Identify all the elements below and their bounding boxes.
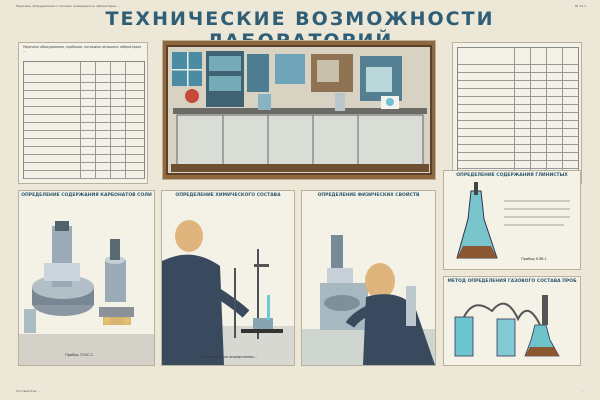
chemical-composition-panel: ОПРЕДЕЛЕНИЕ ХИМИЧЕСКОГО СОСТАВА Установк… bbox=[161, 190, 295, 366]
left-table-intro: Перечень оборудования, приборов, которым… bbox=[23, 45, 142, 53]
chemical-analysis-illustration bbox=[162, 220, 294, 365]
laboratory-interior-illustration bbox=[162, 40, 436, 180]
panel-title-carbonate: ОПРЕДЕЛЕНИЕ СОДЕРЖАНИЯ КАРБОНАТОВ СОЛИ bbox=[21, 193, 152, 198]
panel-title-clay: ОПРЕДЕЛЕНИЕ СОДЕРЖАНИЯ ГЛИНИСТЫХ bbox=[456, 173, 568, 178]
carbonate-equipment-illustration bbox=[19, 221, 154, 365]
header-left-note: Перечень оборудования и техники, имеющих… bbox=[16, 4, 121, 8]
panel-title-physical: ОПРЕДЕЛЕНИЕ ФИЗИЧЕСКИХ СВОЙСТВ bbox=[317, 193, 420, 198]
laboratory-drawing bbox=[166, 45, 432, 175]
right-data-table bbox=[457, 47, 579, 179]
left-table-panel: Перечень оборудования, приборов, которым… bbox=[18, 42, 148, 184]
caption-chemical: Установка для определения... bbox=[201, 355, 257, 359]
left-data-table bbox=[23, 61, 145, 179]
footer-right: ... bbox=[582, 389, 585, 393]
panel-title-gas: МЕТОД ОПРЕДЕЛЕНИЯ ГАЗОВОГО СОСТАВА ПРОБ bbox=[447, 279, 577, 284]
clay-content-panel: ОПРЕДЕЛЕНИЕ СОДЕРЖАНИЯ ГЛИНИСТЫХ Прибор … bbox=[443, 170, 581, 270]
physical-properties-panel: ОПРЕДЕЛЕНИЕ ФИЗИЧЕСКИХ СВОЙСТВ bbox=[301, 190, 436, 366]
caption-clay: Прибор КЛВ-1 bbox=[521, 257, 547, 261]
caption-carbonate: Прибор ТСКС-2 bbox=[65, 353, 93, 357]
right-table-panel bbox=[452, 42, 582, 184]
physical-analysis-illustration bbox=[302, 235, 435, 365]
carbonate-content-panel: ОПРЕДЕЛЕНИЕ СОДЕРЖАНИЯ КАРБОНАТОВ СОЛИ П… bbox=[18, 190, 155, 366]
clay-content-illustration bbox=[456, 182, 570, 259]
panel-title-chemical: ОПРЕДЕЛЕНИЕ ХИМИЧЕСКОГО СОСТАВА bbox=[175, 193, 281, 198]
footer-left: Составитель: ... bbox=[16, 389, 41, 393]
gas-composition-panel: МЕТОД ОПРЕДЕЛЕНИЯ ГАЗОВОГО СОСТАВА ПРОБ bbox=[443, 276, 581, 366]
header-right-note: № 11.1 bbox=[575, 4, 586, 8]
gas-composition-illustration bbox=[454, 295, 560, 357]
